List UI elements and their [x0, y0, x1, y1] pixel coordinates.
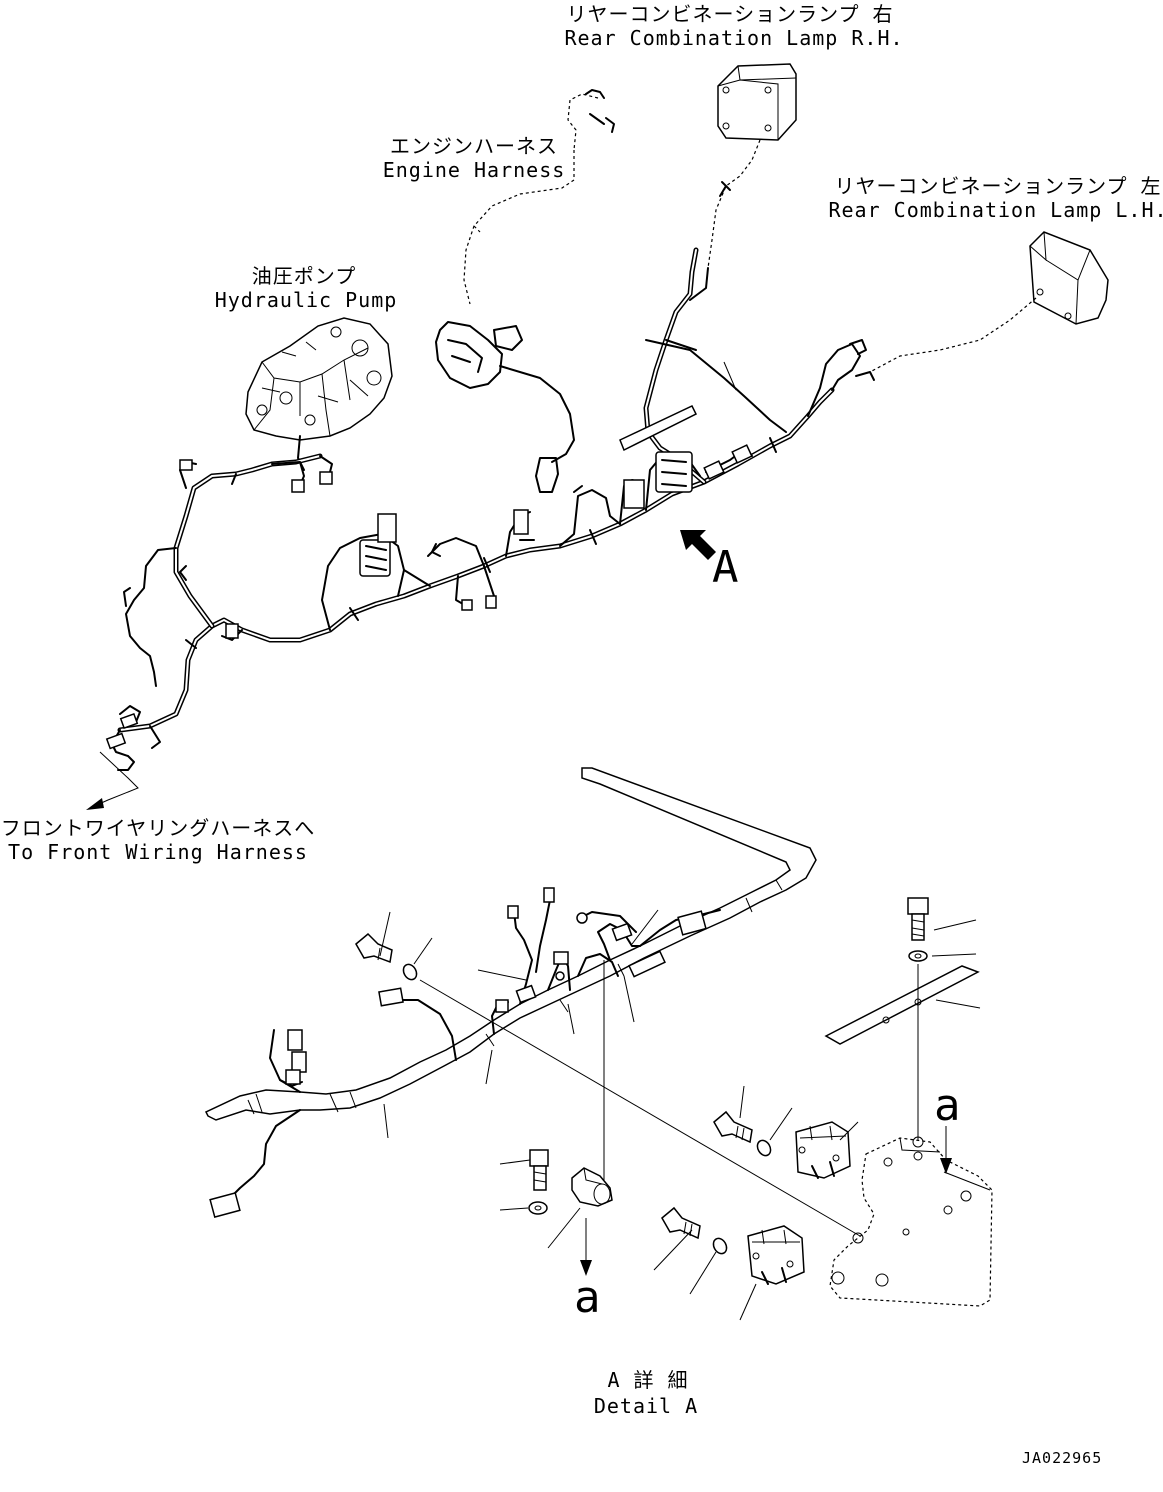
- ref-a-arrows: [580, 1126, 952, 1276]
- engine-harness-label-en: Engine Harness: [382, 158, 566, 182]
- hydraulic-pump-icon: [245, 317, 393, 471]
- bolt-mid-icon: [713, 1110, 772, 1157]
- ref-a-lower: a: [574, 1272, 601, 1323]
- rear-lamp-lh-icon: [869, 231, 1109, 373]
- engine-harness-label-jp: エンジンハーネス: [390, 134, 558, 158]
- leader-lines: [379, 909, 981, 1321]
- view-a-marker: A: [712, 542, 739, 593]
- engine-harness-icon: [435, 89, 615, 493]
- rear-lamp-rh-label-en: Rear Combination Lamp R.H.: [564, 26, 904, 50]
- mounting-frame: [829, 1136, 993, 1307]
- harness-trunk-lower: [204, 767, 817, 1121]
- detail-a-label-en: Detail A: [593, 1394, 699, 1418]
- view-a-arrow-icon: [680, 530, 716, 560]
- bolt-upper-right-icon: [907, 897, 929, 962]
- front-harness-arrow-icon: [86, 751, 139, 810]
- rear-lamp-rh-icon: [707, 63, 797, 269]
- rear-lamp-rh-label-jp: リヤーコンビネーションランプ 右: [566, 2, 894, 26]
- bolt-lower-icon: [661, 1206, 728, 1255]
- front-harness-label-jp: フロントワイヤリングハーネスへ: [0, 816, 316, 840]
- drawing-number: JA022965: [1022, 1449, 1103, 1467]
- bolt-harness-icon: [355, 932, 418, 981]
- bracket-plate: [824, 965, 980, 1045]
- detail-a-label-jp: A 詳 細: [607, 1368, 689, 1392]
- ref-a-upper: a: [934, 1080, 961, 1131]
- relay-lower-icon: [747, 1225, 805, 1285]
- bolt-left-icon: [528, 1149, 549, 1215]
- hydraulic-pump-label-jp: 油圧ポンプ: [251, 264, 357, 288]
- front-harness-label-en: To Front Wiring Harness: [8, 840, 308, 864]
- sensor-icon: [571, 1167, 613, 1207]
- hydraulic-pump-label-en: Hydraulic Pump: [214, 288, 398, 312]
- main-harness-upper: [105, 247, 875, 771]
- relay-upper-icon: [795, 1121, 851, 1179]
- rear-lamp-lh-label-jp: リヤーコンビネーションランプ 左: [834, 174, 1162, 198]
- rear-lamp-lh-label-en: Rear Combination Lamp L.H.: [828, 198, 1163, 222]
- harness-branches-lower: [209, 887, 721, 1218]
